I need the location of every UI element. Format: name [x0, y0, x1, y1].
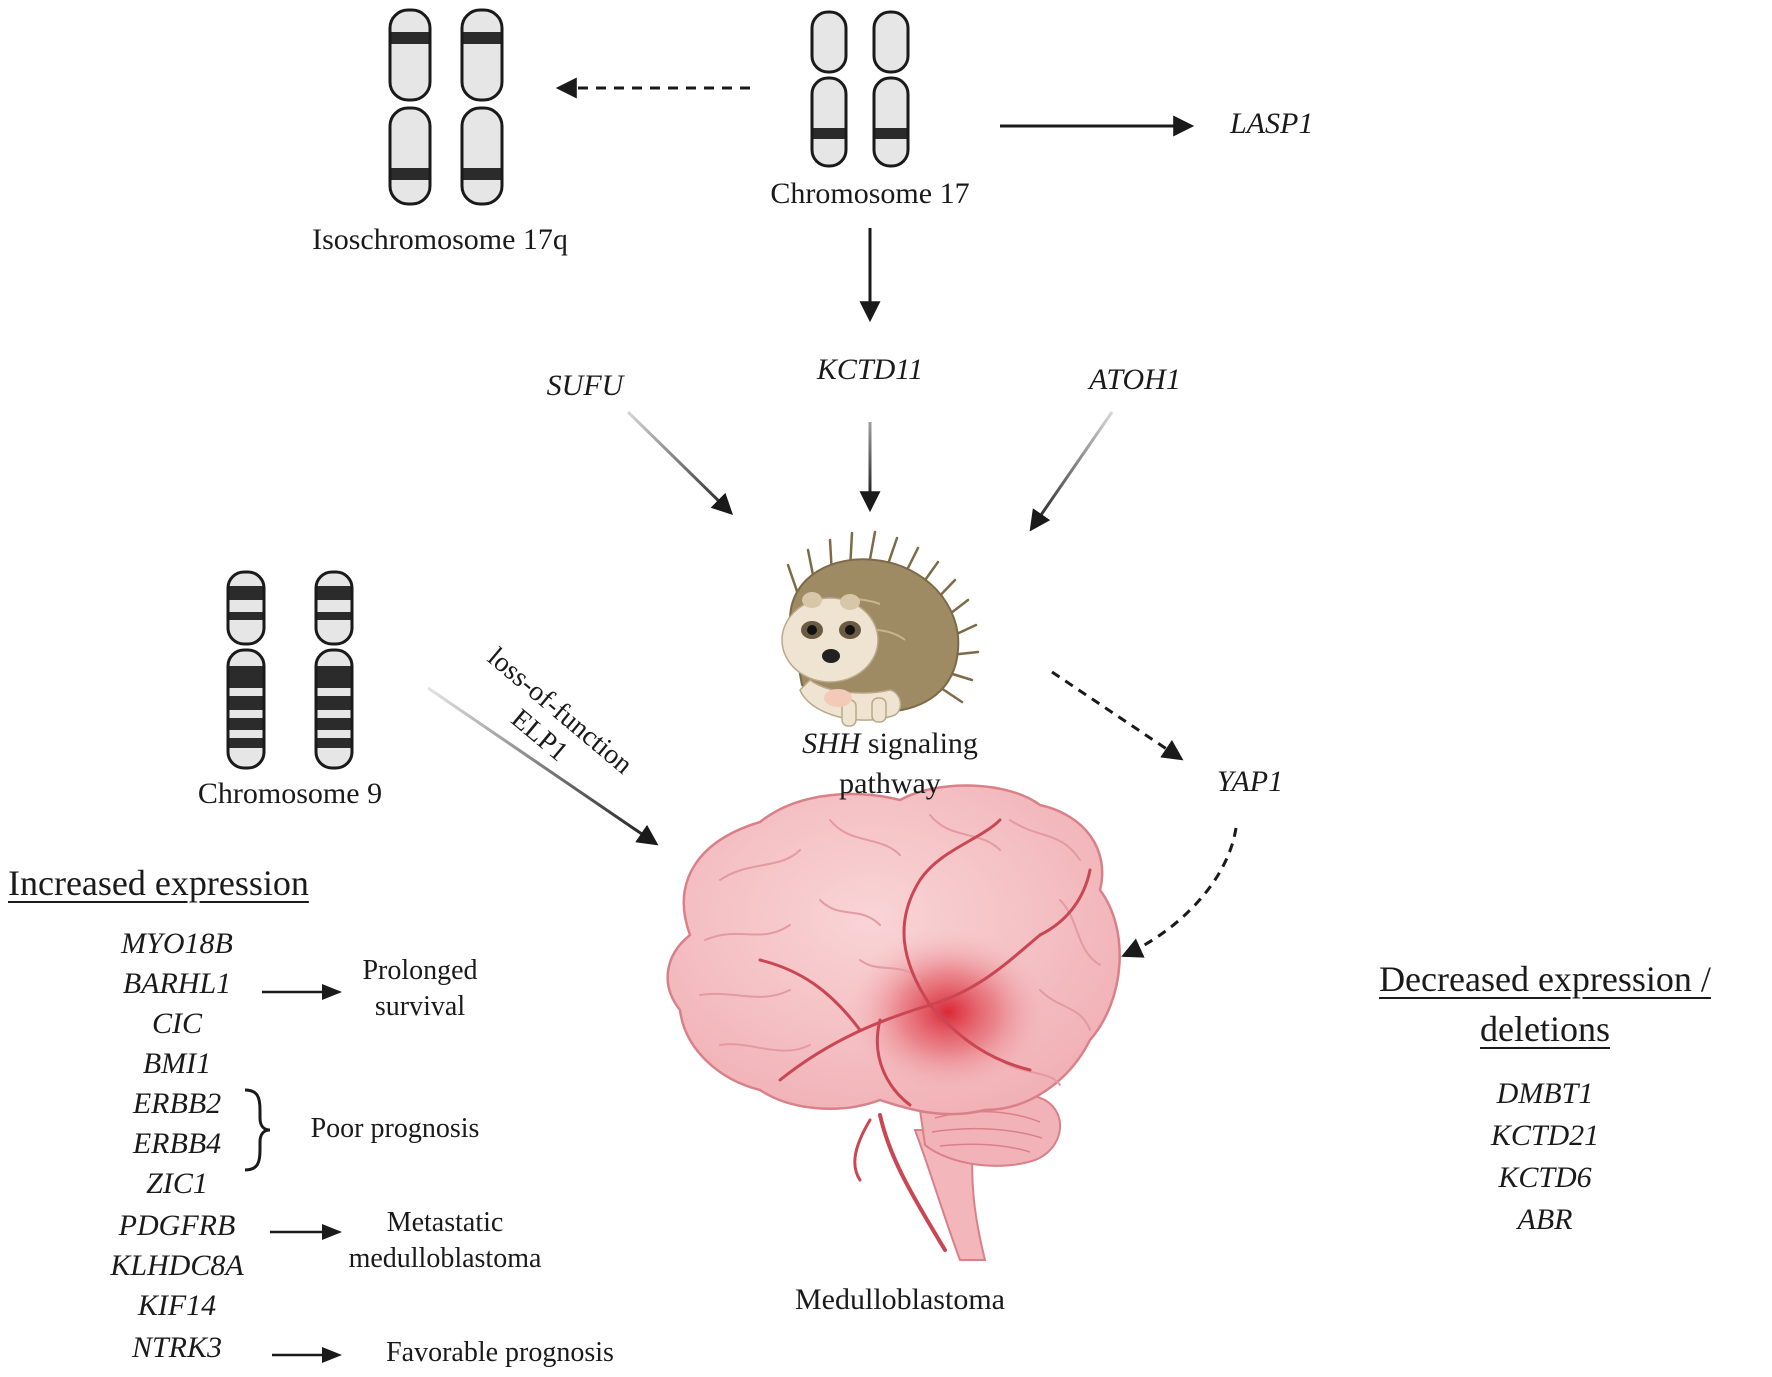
gene-myo18b: MYO18B: [121, 927, 233, 960]
chromosome-17-icon: [810, 10, 910, 168]
note-poor-prognosis: Poor prognosis: [310, 1113, 480, 1144]
arrow-atoh1-to-shh: [1029, 411, 1114, 532]
gene-barhl1: BARHL1: [122, 967, 232, 1000]
decreased-expression-heading: Decreased expression /: [1379, 959, 1711, 999]
chromosome-9-label: Chromosome 9: [197, 777, 383, 810]
chromosome-9-icon: [226, 570, 354, 770]
note-favorable-prognosis: Favorable prognosis: [386, 1337, 614, 1368]
note-prolonged-line1: Prolonged: [362, 955, 478, 986]
yap1-label: YAP1: [1216, 765, 1284, 798]
gene-ntrk3: NTRK3: [131, 1331, 223, 1364]
brace-poor-prognosis: [244, 1088, 271, 1172]
hedgehog-icon: [781, 530, 980, 727]
brain-icon: [666, 784, 1121, 1261]
arrow-sufu-to-shh: [626, 410, 733, 515]
kctd11-label: KCTD11: [816, 353, 924, 386]
arrow-shh-to-yap1: [1051, 670, 1184, 761]
increased-expression-heading: Increased expression: [8, 863, 309, 903]
medulloblastoma-label: Medulloblastoma: [795, 1283, 1005, 1316]
note-metastatic-line1: Metastatic: [386, 1207, 504, 1238]
gene-kctd21: KCTD21: [1490, 1119, 1600, 1152]
sufu-label: SUFU: [546, 369, 624, 402]
isochromosome-17q-icon: [388, 8, 504, 206]
isochromosome-label: Isoschromosome 17q: [312, 223, 568, 256]
gene-bmi1: BMI1: [142, 1047, 212, 1080]
decreased-expression-heading-line2: deletions: [1480, 1009, 1610, 1049]
arrow-chr9-to-medulloblastoma: [427, 686, 659, 846]
gene-zic1: ZIC1: [146, 1167, 208, 1200]
note-prolonged-line2: survival: [374, 991, 466, 1022]
gene-klhdc8a: KLHDC8A: [110, 1249, 244, 1282]
shh-pathway-label: SHH signaling: [740, 726, 1040, 762]
shh-gene-label: SHH: [802, 727, 861, 760]
shh-pathway-line2: pathway: [839, 767, 941, 800]
arrow-yap1-to-medulloblastoma: [1121, 827, 1238, 958]
shh-signaling-label: signaling: [860, 727, 978, 760]
chromosome-17-label: Chromosome 17: [770, 177, 970, 210]
gene-cic: CIC: [151, 1007, 202, 1040]
gene-erbb2: ERBB2: [132, 1087, 222, 1120]
lasp1-label: LASP1: [1230, 107, 1314, 140]
gene-kctd6: KCTD6: [1498, 1161, 1592, 1194]
gene-abr: ABR: [1517, 1203, 1573, 1236]
gene-kif14: KIF14: [137, 1289, 217, 1322]
gene-erbb4: ERBB4: [132, 1127, 222, 1160]
gene-dmbt1: DMBT1: [1496, 1077, 1594, 1110]
gene-pdgfrb: PDGFRB: [118, 1209, 236, 1242]
atoh1-label: ATOH1: [1089, 363, 1181, 396]
note-metastatic-line2: medulloblastoma: [348, 1243, 542, 1274]
